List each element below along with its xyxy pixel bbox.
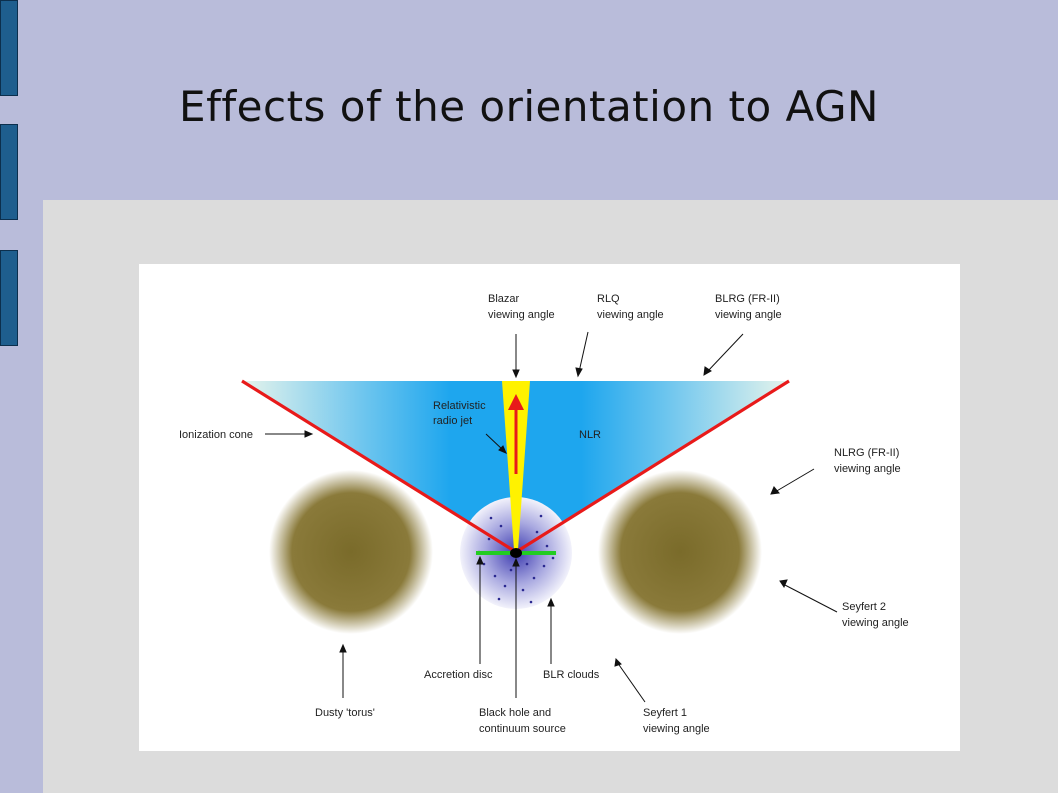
- black-hole-label-line1: Black hole and: [479, 707, 551, 719]
- rlq-label-line1: RLQ: [597, 293, 620, 305]
- nlrg-label-line1: NLRG (FR-II): [834, 447, 899, 459]
- black-hole-arrow-head: [512, 557, 520, 567]
- jet-label-line1: Relativistic: [433, 400, 486, 412]
- agn-diagram-svg: Blazar viewing angle RLQ viewing angle B…: [179, 293, 909, 735]
- blazar-label-line1: Blazar: [488, 293, 520, 305]
- seyfert1-arrow-head: [614, 657, 622, 667]
- black-hole: [510, 548, 522, 558]
- seyfert2-arrow: [782, 583, 838, 613]
- agn-diagram: Blazar viewing angle RLQ viewing angle B…: [139, 264, 960, 751]
- ionization-cone-label: Ionization cone: [179, 429, 253, 441]
- accretion-disc-label: Accretion disc: [424, 669, 493, 681]
- blazar-arrow-head: [512, 369, 520, 379]
- blr-clouds-label: BLR clouds: [543, 669, 600, 681]
- slide-side-tab-1: [0, 0, 18, 96]
- torus-left: [269, 470, 433, 634]
- seyfert2-label-line2: viewing angle: [842, 617, 909, 629]
- rlq-arrow-head: [575, 367, 583, 378]
- rlq-label-line2: viewing angle: [597, 309, 664, 321]
- accretion-disc-arrow-head: [476, 555, 484, 565]
- jet-label-arrow: [485, 433, 504, 451]
- blr-clouds-arrow-head: [547, 597, 555, 607]
- jet-label-arrow-head: [498, 445, 507, 454]
- blrg-arrow: [706, 333, 744, 373]
- ionization-cone-arrow-head: [304, 430, 314, 438]
- nlrg-arrow-head: [770, 486, 780, 495]
- seyfert1-arrow: [616, 661, 646, 703]
- seyfert2-arrow-head: [779, 579, 788, 589]
- seyfert2-label-line1: Seyfert 2: [842, 601, 886, 613]
- slide-side-tab-2: [0, 124, 18, 220]
- torus-right: [598, 470, 762, 634]
- nlrg-arrow: [774, 468, 815, 493]
- nlr-label: NLR: [579, 429, 601, 441]
- rlq-arrow: [578, 331, 589, 373]
- blrg-arrow-head: [703, 366, 712, 376]
- torus-label: Dusty 'torus': [315, 707, 375, 719]
- slide-title: Effects of the orientation to AGN: [179, 82, 879, 131]
- slide-side-tab-3: [0, 250, 18, 346]
- blrg-label-line2: viewing angle: [715, 309, 782, 321]
- blazar-label-line2: viewing angle: [488, 309, 555, 321]
- nlrg-label-line2: viewing angle: [834, 463, 901, 475]
- blrg-label-line1: BLRG (FR-II): [715, 293, 780, 305]
- jet-arrow-head: [508, 394, 524, 410]
- seyfert1-label-line1: Seyfert 1: [643, 707, 687, 719]
- jet-label-line2: radio jet: [433, 415, 472, 427]
- seyfert1-label-line2: viewing angle: [643, 723, 710, 735]
- black-hole-label-line2: continuum source: [479, 723, 566, 735]
- torus-arrow-head: [339, 643, 347, 653]
